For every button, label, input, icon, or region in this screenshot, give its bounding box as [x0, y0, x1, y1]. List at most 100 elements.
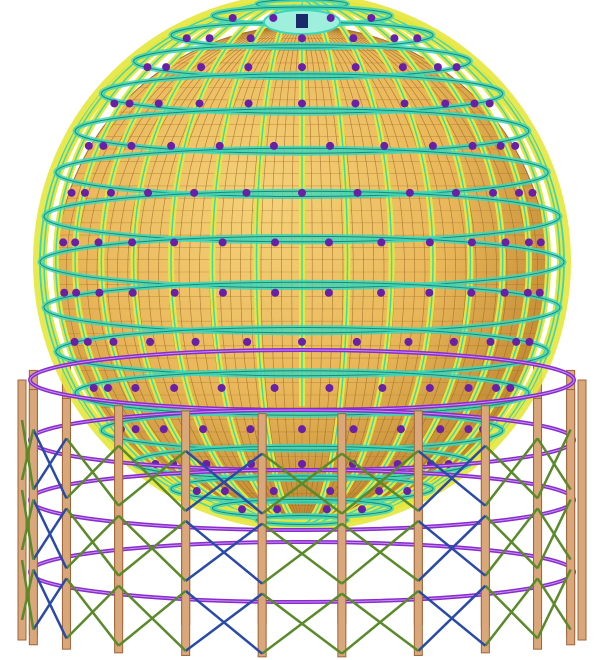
bracing-member — [65, 437, 120, 507]
frame-node — [205, 34, 214, 43]
bracing-member — [32, 499, 68, 569]
frame-node — [464, 383, 473, 392]
frame-node — [195, 99, 204, 108]
frame-node — [349, 425, 358, 434]
frame-node — [218, 288, 227, 297]
frame-node — [94, 238, 103, 247]
frame-node — [60, 288, 69, 297]
frame-node — [238, 505, 247, 514]
frame-node — [353, 188, 362, 197]
frame-node — [425, 288, 434, 297]
frame-node — [349, 34, 358, 43]
frame-node — [83, 337, 92, 346]
frame-latitude-edge — [74, 108, 530, 154]
frame-node — [515, 188, 524, 197]
frame-node — [467, 238, 476, 247]
frame-node — [127, 141, 136, 150]
frame-node — [489, 188, 498, 197]
frame-node — [84, 141, 93, 150]
frame-node — [99, 141, 108, 150]
frame-node — [154, 99, 163, 108]
bracing-member — [20, 489, 35, 560]
frame-node — [326, 13, 335, 22]
frame-node — [244, 63, 253, 72]
frame-node — [326, 141, 335, 150]
frame-node — [351, 99, 360, 108]
bracing-member — [65, 577, 120, 647]
frame-node — [298, 459, 306, 468]
frame-node — [322, 505, 331, 514]
frame-node — [298, 63, 306, 72]
frame-node — [128, 238, 137, 247]
frame-node — [403, 487, 412, 496]
bracing-member — [261, 452, 343, 515]
bracing-member — [20, 419, 35, 490]
frame-node — [501, 238, 510, 247]
frame-latitude-edge — [133, 44, 471, 79]
bracing-member — [261, 592, 343, 655]
frame-node — [470, 99, 479, 108]
frame-node — [351, 63, 360, 72]
frame-node — [367, 13, 376, 22]
frame-node — [109, 337, 118, 346]
frame-node — [436, 425, 445, 434]
frame-node — [72, 288, 81, 297]
frame-meridian-edge — [301, 0, 434, 525]
frame-node — [192, 487, 201, 496]
frame-node — [500, 288, 509, 297]
bracing-member — [341, 452, 420, 512]
frame-node — [162, 63, 171, 72]
frame-node — [228, 13, 237, 22]
frame-node — [269, 487, 278, 496]
frame-node — [352, 337, 361, 346]
bracing-member — [484, 514, 539, 570]
frame-node — [218, 238, 227, 247]
support-column — [61, 397, 71, 650]
frame-node — [326, 487, 335, 496]
bracing-member — [65, 507, 120, 577]
support-column — [337, 413, 347, 658]
frame-node — [246, 34, 255, 43]
frame-latitude-edge — [74, 370, 530, 416]
frame-node — [398, 63, 407, 72]
frame-node — [525, 337, 534, 346]
bracing-member — [417, 519, 487, 577]
frame-node — [80, 188, 89, 197]
support-column — [114, 405, 124, 654]
frame-node — [71, 238, 80, 247]
frame-node — [298, 337, 306, 346]
frame-node — [324, 288, 333, 297]
bracing-member — [117, 584, 187, 652]
frame-node — [464, 425, 473, 434]
frame-node — [269, 141, 278, 150]
frame-node — [215, 141, 224, 150]
bracing-member — [341, 592, 420, 652]
frame-node — [485, 99, 494, 108]
frame-node — [243, 337, 252, 346]
frame-node — [404, 337, 413, 346]
frame-node — [467, 288, 476, 297]
frame-node — [191, 337, 200, 346]
bracing-member — [117, 514, 187, 582]
frame-node — [131, 425, 140, 434]
frame-node — [452, 63, 461, 72]
bracing-member — [184, 449, 263, 515]
frame-node — [246, 425, 255, 434]
frame-node — [89, 383, 98, 392]
frame-latitude-edge — [43, 281, 561, 334]
bracing-member — [536, 577, 572, 631]
frame-node — [197, 63, 206, 72]
support-columns-front — [17, 379, 576, 658]
frame-node — [535, 288, 544, 297]
frame-node — [146, 337, 155, 346]
bracing-member — [417, 449, 487, 507]
bracing-member — [536, 437, 572, 491]
frame-node — [496, 141, 505, 150]
frame-node — [357, 505, 366, 514]
frame-node — [298, 34, 306, 43]
frame-node — [106, 188, 115, 197]
bracing-member — [117, 444, 187, 512]
frame-node — [325, 383, 334, 392]
frame-node — [425, 238, 434, 247]
